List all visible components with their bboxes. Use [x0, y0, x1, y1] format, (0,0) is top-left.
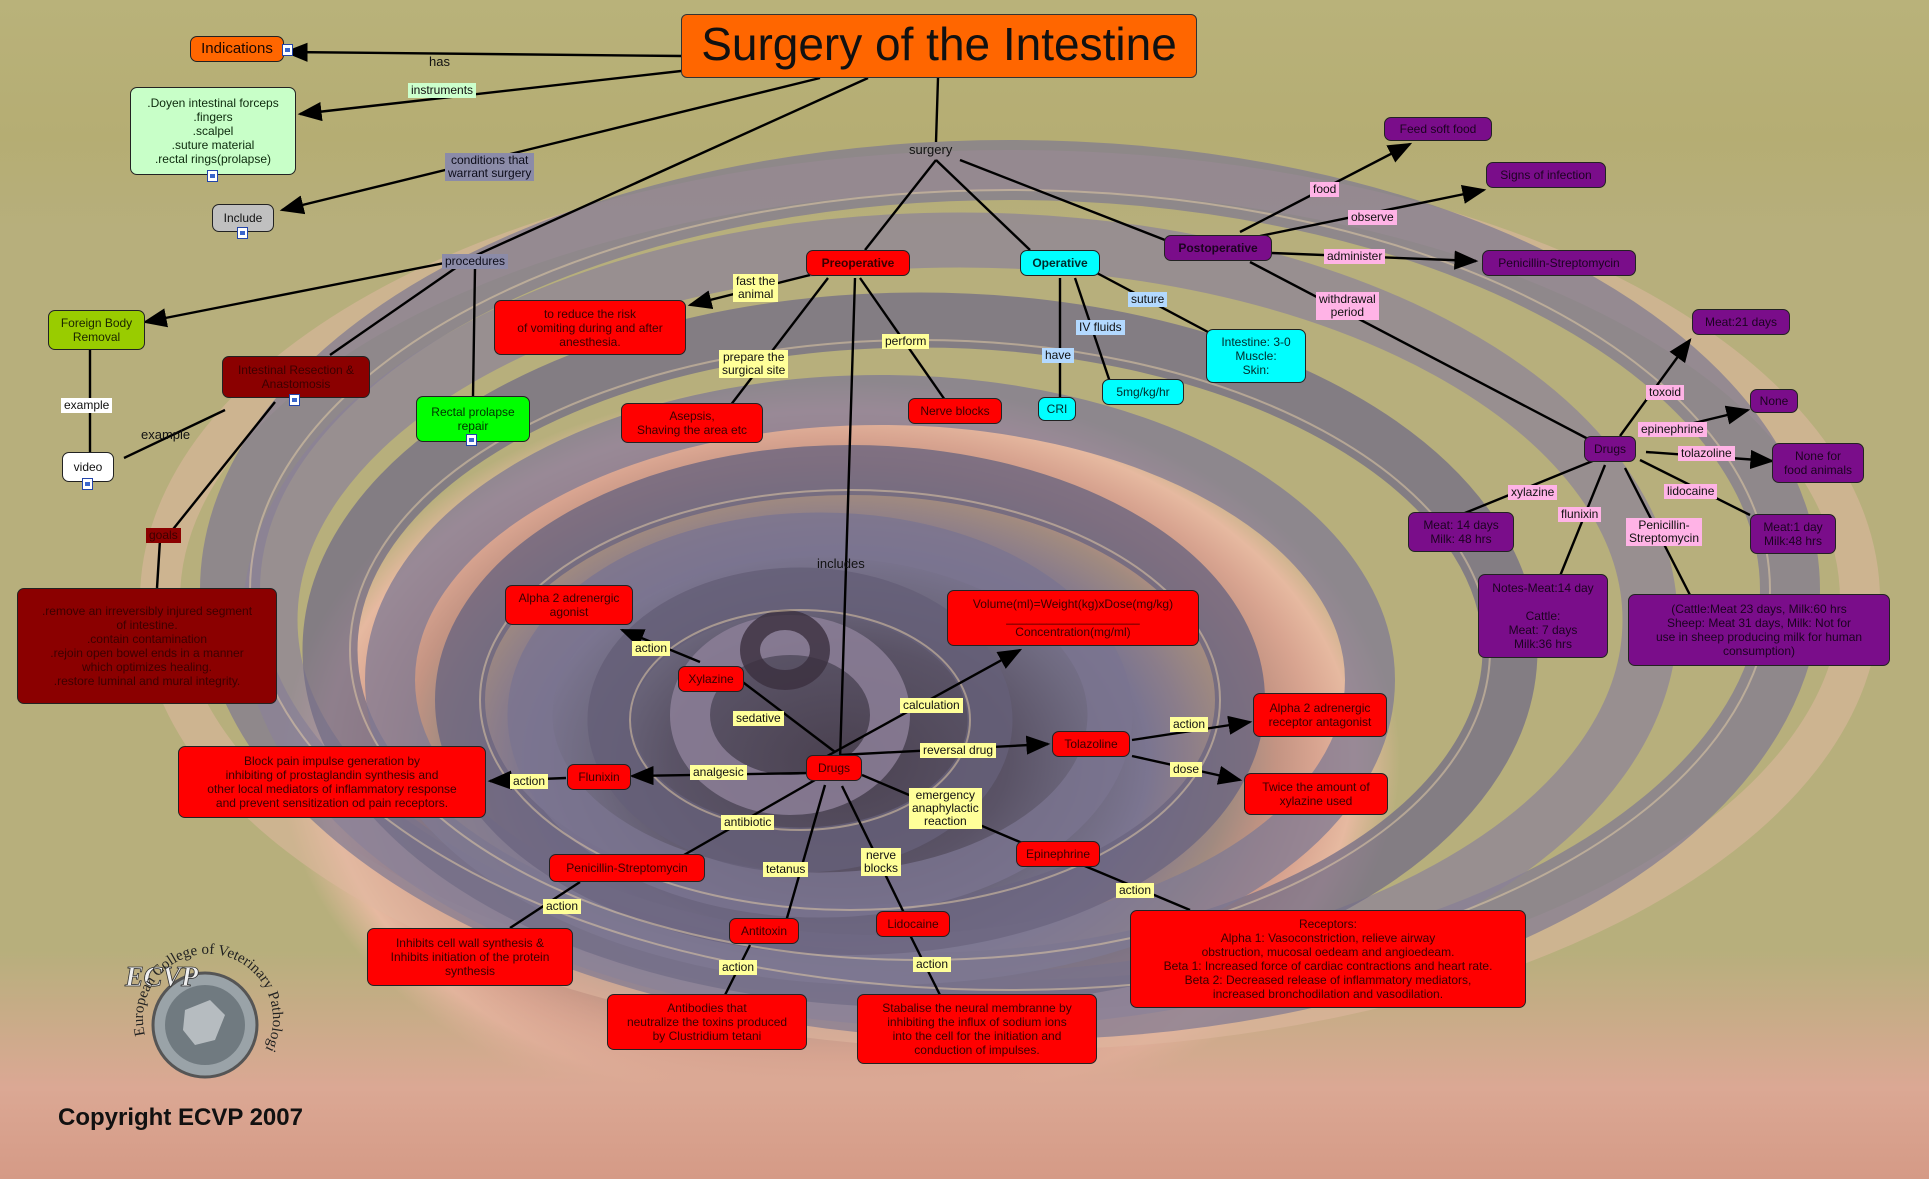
link-conditions: conditions that warrant surgery [445, 153, 535, 181]
link-suture: suture [1128, 292, 1168, 307]
link-tetanus: tetanus [763, 862, 809, 877]
node-cri[interactable]: CRI [1038, 397, 1076, 421]
link-action-lidocaine: action [913, 957, 952, 972]
node-alpha2-antagonist[interactable]: Alpha 2 adrenergic receptor antagonist [1253, 693, 1387, 737]
link-action-tolazoline: action [1170, 717, 1209, 732]
link-calculation: calculation [900, 698, 963, 713]
node-resection-goals[interactable]: .remove an irreversibly injured segment … [17, 588, 277, 704]
video-icon[interactable] [82, 478, 93, 490]
node-flunixin-withdrawal[interactable]: Notes-Meat:14 day Cattle: Meat: 7 days M… [1478, 574, 1608, 658]
link-food: food [1310, 182, 1340, 197]
link-lidocaine: lidocaine [1664, 484, 1718, 499]
node-operative[interactable]: Operative [1020, 250, 1100, 276]
node-video[interactable]: video [62, 452, 114, 482]
node-nerve-blocks[interactable]: Nerve blocks [908, 398, 1002, 424]
link-action-epinephrine: action [1116, 883, 1155, 898]
node-inhibits-cell-wall[interactable]: Inhibits cell wall synthesis & Inhibits … [367, 928, 573, 986]
node-xylazine[interactable]: Xylazine [678, 666, 744, 692]
link-fast-animal: fast the animal [733, 274, 779, 302]
node-penicillin-streptomycin-post[interactable]: Penicillin-Streptomycin [1482, 250, 1636, 276]
node-none-for-food-animals[interactable]: None for food animals [1772, 443, 1864, 483]
node-lidocaine[interactable]: Lidocaine [876, 911, 950, 937]
node-drugs-main[interactable]: Drugs [806, 755, 862, 781]
link-surgery: surgery [909, 142, 953, 157]
document-icon[interactable] [237, 227, 248, 239]
link-analgesic: analgesic [690, 765, 747, 780]
link-penicillin-streptomycin: Penicillin- Streptomycin [1626, 518, 1703, 546]
node-penstrep-withdrawal[interactable]: (Cattle:Meat 23 days, Milk:60 hrs Sheep:… [1628, 594, 1890, 666]
node-tolazoline[interactable]: Tolazoline [1052, 731, 1130, 757]
node-postoperative[interactable]: Postoperative [1164, 235, 1272, 261]
node-include[interactable]: Include [212, 204, 274, 232]
document-icon[interactable] [282, 44, 293, 56]
node-preoperative[interactable]: Preoperative [806, 250, 910, 276]
link-includes: includes [817, 556, 865, 571]
document-icon[interactable] [207, 170, 218, 182]
link-has: has [429, 54, 450, 69]
map-title: Surgery of the Intestine [681, 14, 1197, 78]
ecvp-logo: ECVP European College of Veterinary Path… [115, 930, 285, 1079]
node-signs-of-infection[interactable]: Signs of infection [1486, 162, 1606, 188]
node-foreign-body-removal[interactable]: Foreign Body Removal [48, 310, 145, 350]
node-penicillin-streptomycin-main[interactable]: Penicillin-Streptomycin [549, 854, 705, 882]
node-antitoxin[interactable]: Antitoxin [729, 918, 799, 944]
node-indications[interactable]: Indications [190, 36, 284, 62]
node-none[interactable]: None [1750, 389, 1798, 413]
node-dose-5mg[interactable]: 5mg/kg/hr [1102, 379, 1184, 405]
node-drugs-post[interactable]: Drugs [1584, 436, 1636, 462]
node-feed-soft-food[interactable]: Feed soft food [1384, 117, 1492, 141]
node-lidocaine-withdrawal[interactable]: Meat:1 day Milk:48 hrs [1750, 514, 1836, 554]
link-nerve-blocks: nerve blocks [861, 848, 902, 876]
link-toxoid: toxoid [1646, 385, 1685, 400]
link-sedative: sedative [733, 711, 784, 726]
node-volume-formula[interactable]: Volume(ml)=Weight(kg)xDose(mg/kg) ______… [947, 590, 1199, 646]
link-procedures: procedures [442, 254, 509, 269]
link-reversal-drug: reversal drug [920, 743, 997, 758]
link-action-antitoxin: action [719, 960, 758, 975]
node-block-pain[interactable]: Block pain impulse generation by inhibit… [178, 746, 486, 818]
link-tolazoline: tolazoline [1678, 446, 1735, 461]
logo-initials: ECVP [124, 962, 199, 993]
node-reduce-vomiting[interactable]: to reduce the risk of vomiting during an… [494, 300, 686, 355]
link-perform: perform [882, 334, 930, 349]
node-meat-21-days[interactable]: Meat:21 days [1692, 309, 1790, 335]
link-xylazine: xylazine [1508, 485, 1558, 500]
node-intestinal-resection[interactable]: Intestinal Resection & Anastomosis [222, 356, 370, 398]
node-suture-sizes[interactable]: Intestine: 3-0 Muscle: Skin: [1206, 329, 1306, 383]
link-instruments: instruments [408, 83, 477, 98]
node-flunixin[interactable]: Flunixin [567, 764, 631, 790]
node-epinephrine[interactable]: Epinephrine [1016, 841, 1100, 867]
link-administer: administer [1324, 249, 1386, 264]
link-emergency-anaphylactic: emergency anaphylactic reaction [909, 788, 982, 829]
node-twice-xylazine[interactable]: Twice the amount of xylazine used [1244, 773, 1388, 815]
link-goals: goals [146, 528, 181, 543]
link-flunixin: flunixin [1558, 507, 1602, 522]
link-action-xylazine: action [632, 641, 671, 656]
link-iv-fluids: IV fluids [1076, 320, 1125, 335]
node-asepsis[interactable]: Asepsis, Shaving the area etc [621, 403, 763, 443]
node-antibodies[interactable]: Antibodies that neutralize the toxins pr… [607, 994, 807, 1050]
link-epinephrine: epinephrine [1638, 422, 1707, 437]
link-action-flunixin: action [510, 774, 549, 789]
document-icon[interactable] [466, 434, 477, 446]
link-antibiotic: antibiotic [721, 815, 775, 830]
link-observe: observe [1348, 210, 1397, 225]
node-xylazine-withdrawal[interactable]: Meat: 14 days Milk: 48 hrs [1408, 512, 1514, 552]
link-prepare-site: prepare the surgical site [719, 350, 789, 378]
link-have: have [1042, 348, 1075, 363]
link-example-2: example [141, 427, 191, 442]
link-withdrawal: withdrawal period [1316, 292, 1379, 320]
node-alpha2-agonist[interactable]: Alpha 2 adrenergic agonist [505, 585, 633, 625]
document-icon[interactable] [289, 394, 300, 406]
node-stabalise-membrane[interactable]: Stabalise the neural membranne by inhibi… [857, 994, 1097, 1064]
copyright-text: Copyright ECVP 2007 [58, 1104, 303, 1131]
link-dose: dose [1170, 762, 1203, 777]
node-instruments-list[interactable]: .Doyen intestinal forceps .fingers .scal… [130, 87, 296, 175]
node-receptors[interactable]: Receptors: Alpha 1: Vasoconstriction, re… [1130, 910, 1526, 1008]
link-example-1: example [61, 398, 113, 413]
link-action-penicillin: action [543, 899, 582, 914]
